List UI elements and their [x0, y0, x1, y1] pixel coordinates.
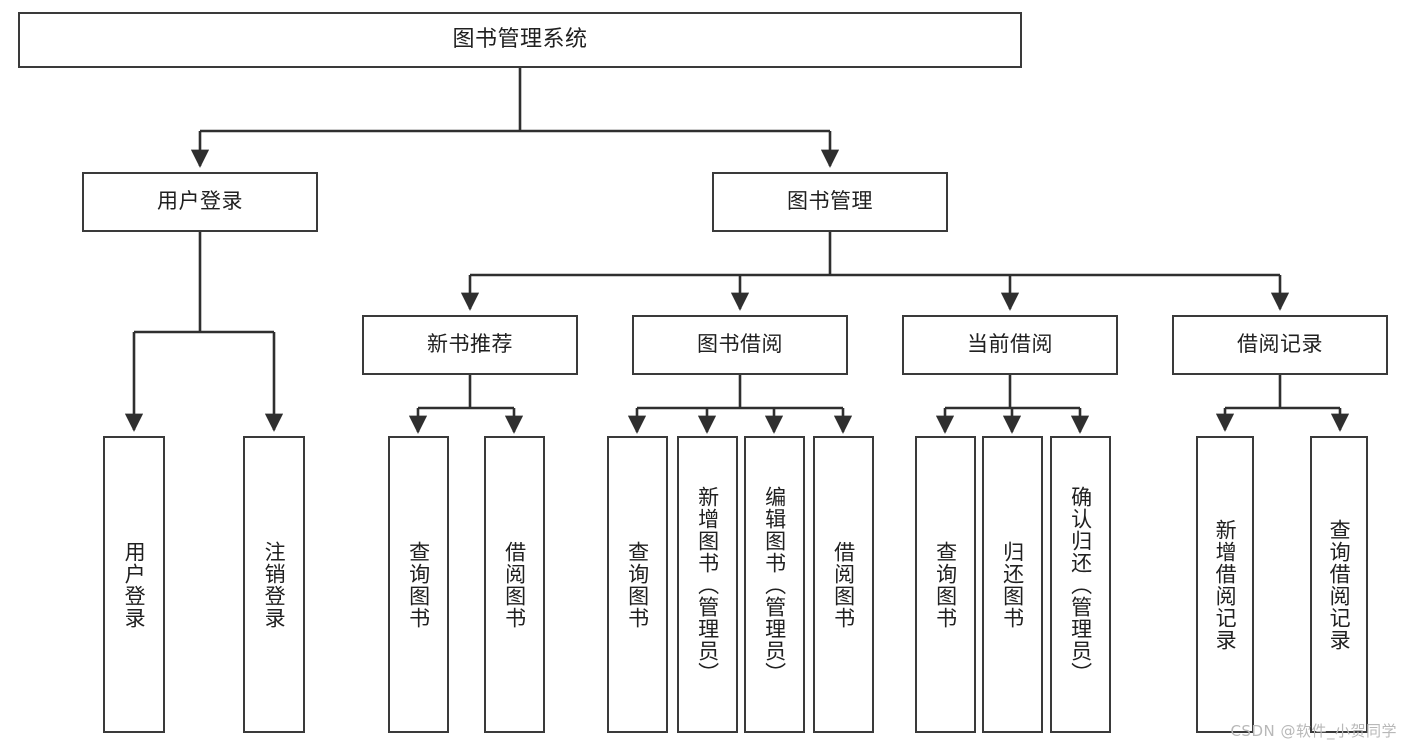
leaf-current-borrow-query[interactable]: 查询图书: [915, 436, 976, 733]
node-label: 借阅图书: [502, 540, 527, 629]
node-label: 图书借阅: [697, 332, 783, 357]
node-label: 新增图书（管理员）: [695, 485, 720, 684]
node-label: 编辑图书（管理员）: [762, 485, 787, 684]
node-label: 查询借阅记录: [1327, 518, 1352, 651]
leaf-user-login-login[interactable]: 用户登录: [103, 436, 165, 733]
node-new-book-recommend[interactable]: 新书推荐: [362, 315, 578, 375]
node-book-borrow[interactable]: 图书借阅: [632, 315, 848, 375]
node-label: 用户登录: [157, 189, 243, 214]
leaf-book-borrow-edit[interactable]: 编辑图书（管理员）: [744, 436, 805, 733]
leaf-current-borrow-confirm-return[interactable]: 确认归还（管理员）: [1050, 436, 1111, 733]
node-label: 当前借阅: [967, 332, 1053, 357]
leaf-borrow-record-add[interactable]: 新增借阅记录: [1196, 436, 1254, 733]
node-label: 确认归还（管理员）: [1068, 485, 1093, 684]
node-label: 查询图书: [933, 540, 958, 629]
leaf-book-borrow-borrow[interactable]: 借阅图书: [813, 436, 874, 733]
node-book-management[interactable]: 图书管理: [712, 172, 948, 232]
leaf-new-book-borrow[interactable]: 借阅图书: [484, 436, 545, 733]
node-label: 用户登录: [122, 540, 147, 629]
node-label: 图书管理系统: [452, 26, 588, 52]
node-label: 新增借阅记录: [1213, 518, 1238, 651]
leaf-user-login-logout[interactable]: 注销登录: [243, 436, 305, 733]
node-current-borrow[interactable]: 当前借阅: [902, 315, 1118, 375]
watermark-text: CSDN @软件_小贺同学: [1230, 722, 1397, 740]
node-label: 注销登录: [262, 540, 287, 629]
leaf-book-borrow-add[interactable]: 新增图书（管理员）: [677, 436, 738, 733]
node-root-system[interactable]: 图书管理系统: [18, 12, 1022, 68]
node-label: 查询图书: [625, 540, 650, 629]
node-borrow-record[interactable]: 借阅记录: [1172, 315, 1388, 375]
node-user-login[interactable]: 用户登录: [82, 172, 318, 232]
leaf-book-borrow-query[interactable]: 查询图书: [607, 436, 668, 733]
node-label: 新书推荐: [427, 332, 513, 357]
node-label: 借阅记录: [1237, 332, 1323, 357]
node-label: 查询图书: [406, 540, 431, 629]
leaf-borrow-record-query[interactable]: 查询借阅记录: [1310, 436, 1368, 733]
leaf-new-book-query[interactable]: 查询图书: [388, 436, 449, 733]
node-label: 归还图书: [1000, 540, 1025, 629]
leaf-current-borrow-return[interactable]: 归还图书: [982, 436, 1043, 733]
node-label: 借阅图书: [831, 540, 856, 629]
node-label: 图书管理: [787, 189, 873, 214]
